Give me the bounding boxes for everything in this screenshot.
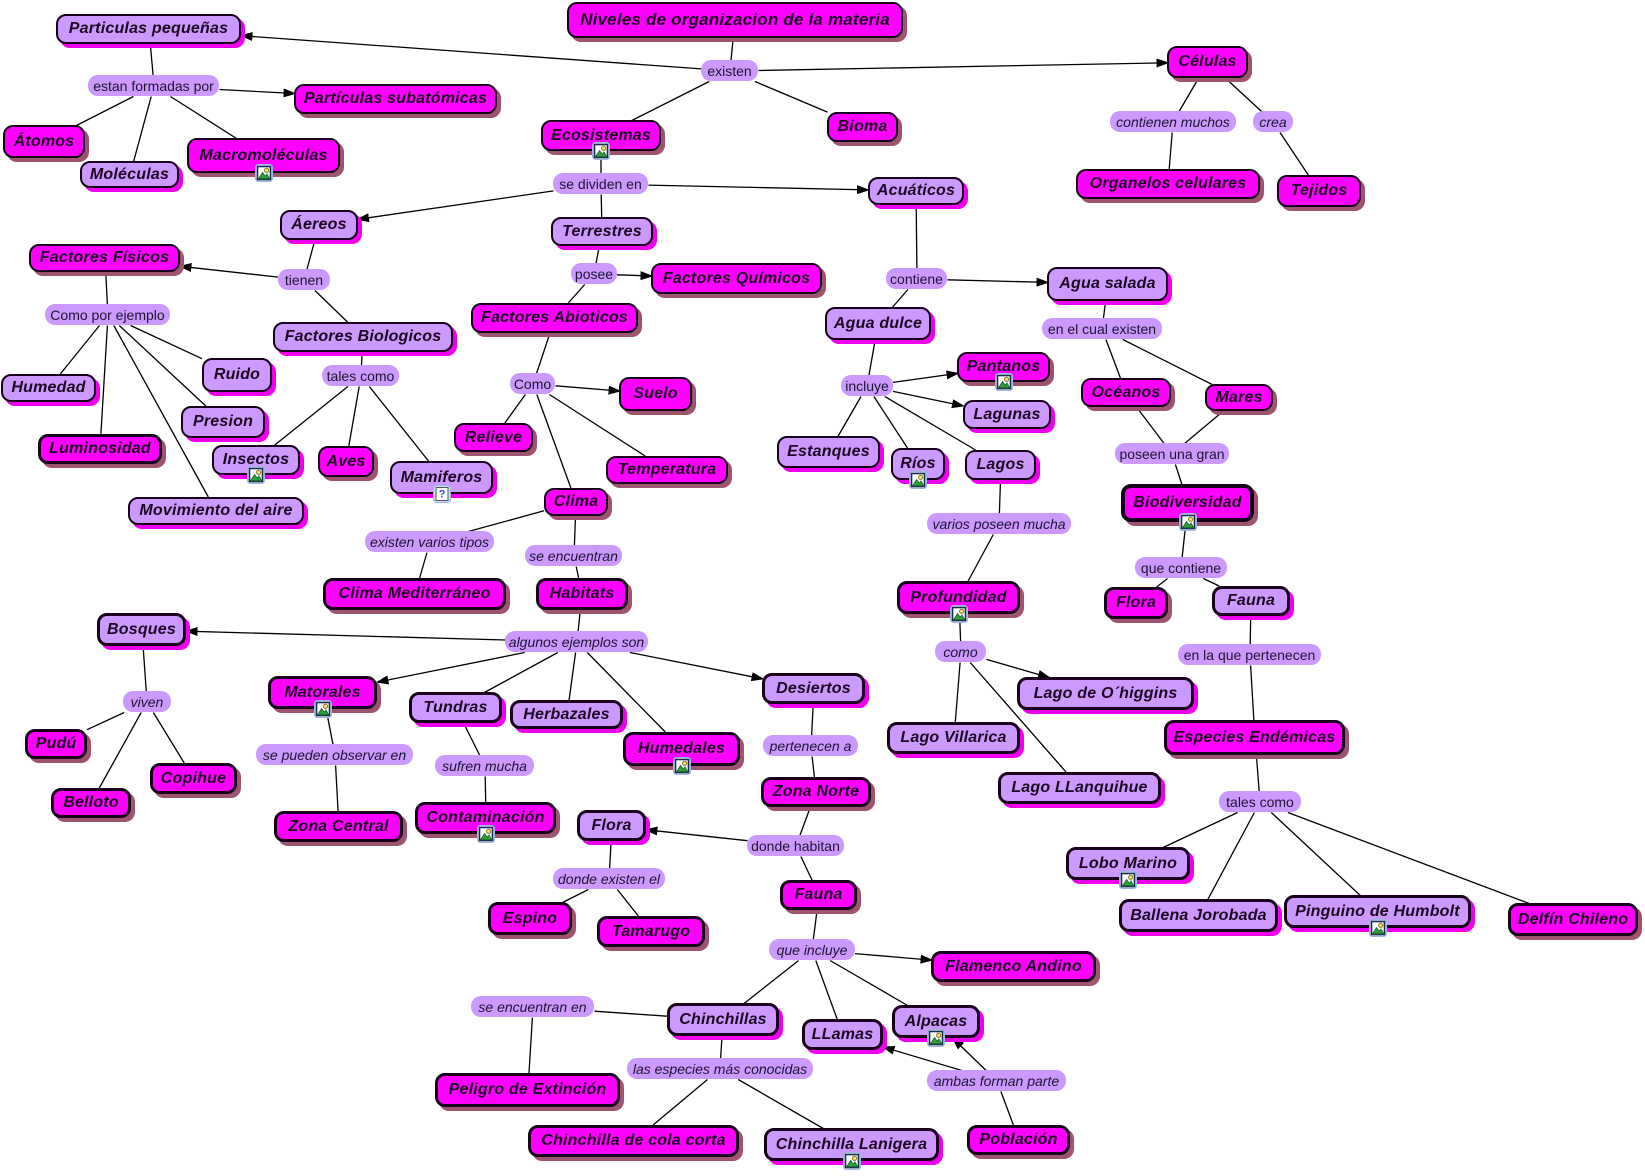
svg-text:?: ? xyxy=(439,489,446,501)
